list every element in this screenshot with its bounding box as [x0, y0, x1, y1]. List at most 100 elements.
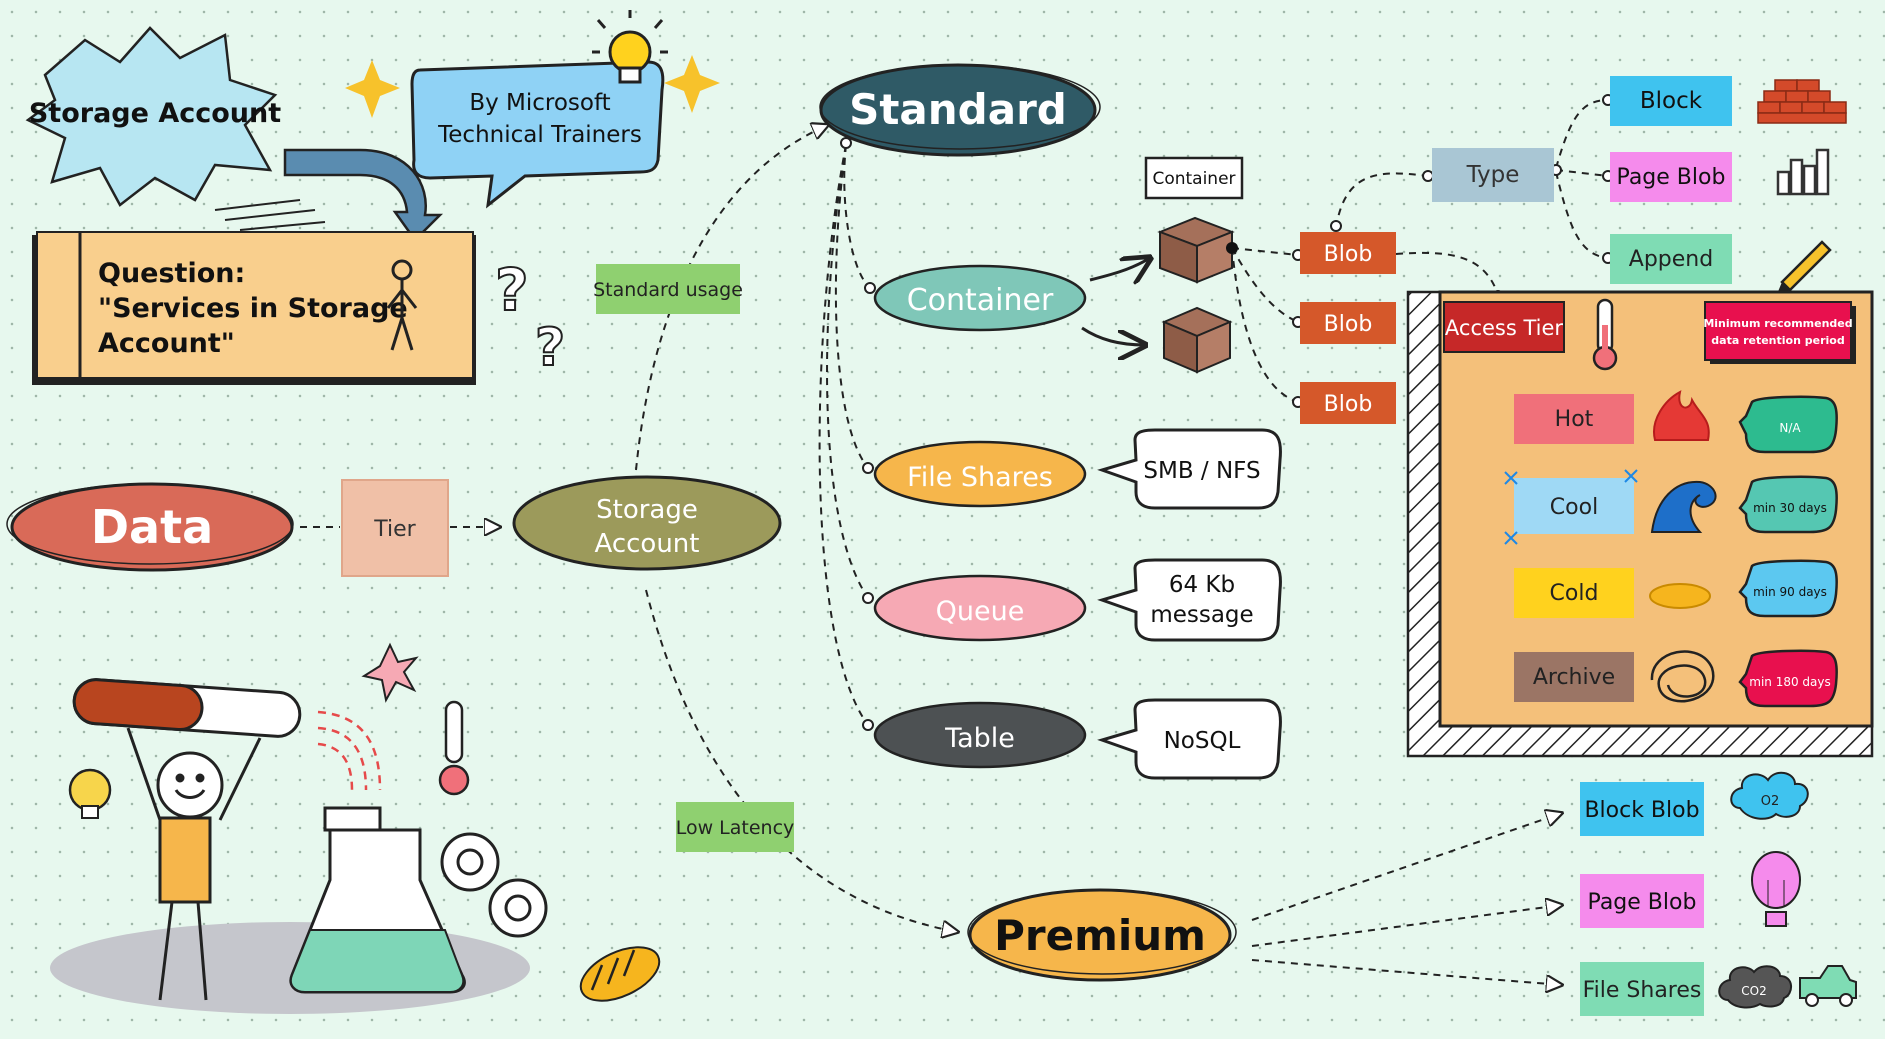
svg-text:Archive: Archive: [1533, 665, 1615, 690]
tier-node[interactable]: Tier: [341, 479, 449, 577]
note-nosql: NoSQL: [1097, 698, 1282, 780]
service-table[interactable]: Table: [873, 701, 1087, 769]
edge-blob-type: [1335, 172, 1429, 229]
question-card: Question: "Services in Storage Account": [32, 231, 476, 385]
svg-text:Minimum recommended: Minimum recommended: [1703, 317, 1852, 330]
blob-node-1[interactable]: Blob: [1300, 232, 1396, 274]
box-icon: [1161, 306, 1233, 374]
low-latency-label: Low Latency: [676, 802, 795, 852]
svg-text:min 30 days: min 30 days: [1753, 501, 1827, 515]
storage-account-node[interactable]: Storage Account: [512, 475, 782, 571]
gear-icon: [440, 832, 548, 938]
fire-icon: [1653, 390, 1710, 441]
premium-label: Premium: [994, 911, 1206, 960]
edge-premium-pageblob: [1251, 905, 1562, 947]
wave-icon: [1650, 480, 1717, 533]
bread-icon: [579, 946, 661, 1002]
cloud-co2-icon: CO2: [1718, 965, 1792, 1009]
cloud-o2-icon: O2: [1730, 771, 1809, 820]
subtitle-line-1: By Microsoft: [469, 90, 610, 116]
retention-bubble-cold: min 90 days: [1738, 559, 1838, 618]
edge-type-page: [1555, 169, 1609, 177]
edge-premium-fileshares: [1251, 959, 1562, 985]
tier-hot[interactable]: Hot: [1514, 394, 1634, 444]
standard-node[interactable]: Standard: [819, 63, 1101, 157]
svg-text:Container: Container: [1152, 169, 1235, 189]
blob-node-3[interactable]: Blob: [1300, 382, 1396, 424]
access-tier-title[interactable]: Access Tier: [1443, 301, 1565, 353]
subtitle-line-2: Technical Trainers: [437, 122, 642, 148]
retention-bubble-cool: min 30 days: [1738, 475, 1838, 534]
premium-block-blob[interactable]: Block Blob: [1580, 782, 1704, 836]
container-arrows: [1081, 258, 1150, 345]
coin-icon: [1649, 583, 1711, 609]
tier-archive[interactable]: Archive: [1514, 652, 1634, 702]
type-node[interactable]: Type: [1432, 148, 1554, 202]
star-burst-icon: [361, 642, 419, 703]
storage-account-label-1: Storage: [596, 495, 698, 525]
question-label: Question:: [98, 258, 245, 289]
service-file-shares[interactable]: File Shares: [873, 440, 1087, 508]
svg-text:Page Blob: Page Blob: [1588, 890, 1697, 915]
vapor-icon: [317, 710, 382, 791]
blob-node-2[interactable]: Blob: [1300, 302, 1396, 344]
tier-cold[interactable]: Cold: [1514, 568, 1634, 618]
edge-blob-access: [1395, 251, 1499, 296]
svg-text:Container: Container: [907, 283, 1054, 318]
scribble-icon: [1650, 650, 1715, 703]
svg-text:Cool: Cool: [1550, 495, 1598, 520]
edge-type-append: [1555, 171, 1609, 259]
svg-text:Queue: Queue: [936, 596, 1025, 627]
svg-text:Type: Type: [1466, 162, 1520, 188]
note-smb-nfs: SMB / NFS: [1097, 428, 1282, 510]
svg-text:Standard usage: Standard usage: [593, 279, 743, 301]
data-node[interactable]: Data: [6, 482, 294, 572]
svg-text:min 180 days: min 180 days: [1749, 675, 1831, 689]
svg-text:NoSQL: NoSQL: [1164, 728, 1241, 754]
premium-page-blob[interactable]: Page Blob: [1580, 874, 1704, 928]
storage-account-badge: Storage Account: [25, 26, 281, 207]
blob-type-append[interactable]: Append: [1610, 234, 1732, 284]
svg-text:Access Tier: Access Tier: [1445, 316, 1564, 340]
tier-cool[interactable]: Cool: [1504, 469, 1638, 545]
svg-text:data retention period: data retention period: [1711, 334, 1844, 347]
data-label: Data: [91, 500, 213, 554]
snowflake-icon: [1504, 469, 1638, 545]
thermometer-small-icon: [438, 700, 470, 796]
pencil-icon: [1777, 240, 1832, 294]
retention-bubble-hot: N/A: [1738, 395, 1838, 454]
svg-text:Block Blob: Block Blob: [1584, 798, 1699, 823]
blob-type-block[interactable]: Block: [1610, 76, 1732, 126]
edge-storage-premium: [645, 589, 958, 932]
blob-type-page[interactable]: Page Blob: [1610, 152, 1732, 202]
badge-title: Storage Account: [29, 98, 281, 129]
svg-text:Page Blob: Page Blob: [1617, 165, 1726, 190]
subtitle-speech-bubble: By Microsoft Technical Trainers: [410, 60, 665, 209]
premium-file-shares[interactable]: File Shares: [1580, 962, 1704, 1016]
edge-standard-table: [818, 144, 869, 726]
idea-bulb-icon: [68, 768, 112, 819]
retention-note: Minimum recommended data retention perio…: [1703, 301, 1856, 364]
svg-text:Low Latency: Low Latency: [676, 817, 795, 839]
service-container[interactable]: Container: [873, 264, 1087, 332]
retention-bubble-archive: min 180 days: [1738, 649, 1838, 708]
svg-text:CO2: CO2: [1741, 984, 1766, 998]
container-tag: Container: [1144, 156, 1244, 200]
question-marks-icon: ? ?: [494, 255, 566, 379]
edge-box-blob2: [1231, 247, 1299, 323]
premium-node[interactable]: Premium: [967, 888, 1237, 982]
storage-account-label-2: Account: [595, 529, 700, 559]
stick-figure-icon: [386, 259, 418, 351]
service-queue[interactable]: Queue: [873, 574, 1087, 642]
svg-text:Append: Append: [1629, 247, 1713, 272]
edge-box-blob3: [1231, 247, 1299, 403]
question-line-2: "Services in Storage: [98, 293, 408, 324]
scientist-illustration: [50, 642, 661, 1014]
tier-label: Tier: [373, 517, 416, 542]
svg-text:Block: Block: [1640, 88, 1703, 114]
svg-text:?: ?: [495, 256, 529, 324]
bar-chart-icon: [1776, 148, 1830, 196]
edge-box-blob1: [1231, 247, 1299, 256]
